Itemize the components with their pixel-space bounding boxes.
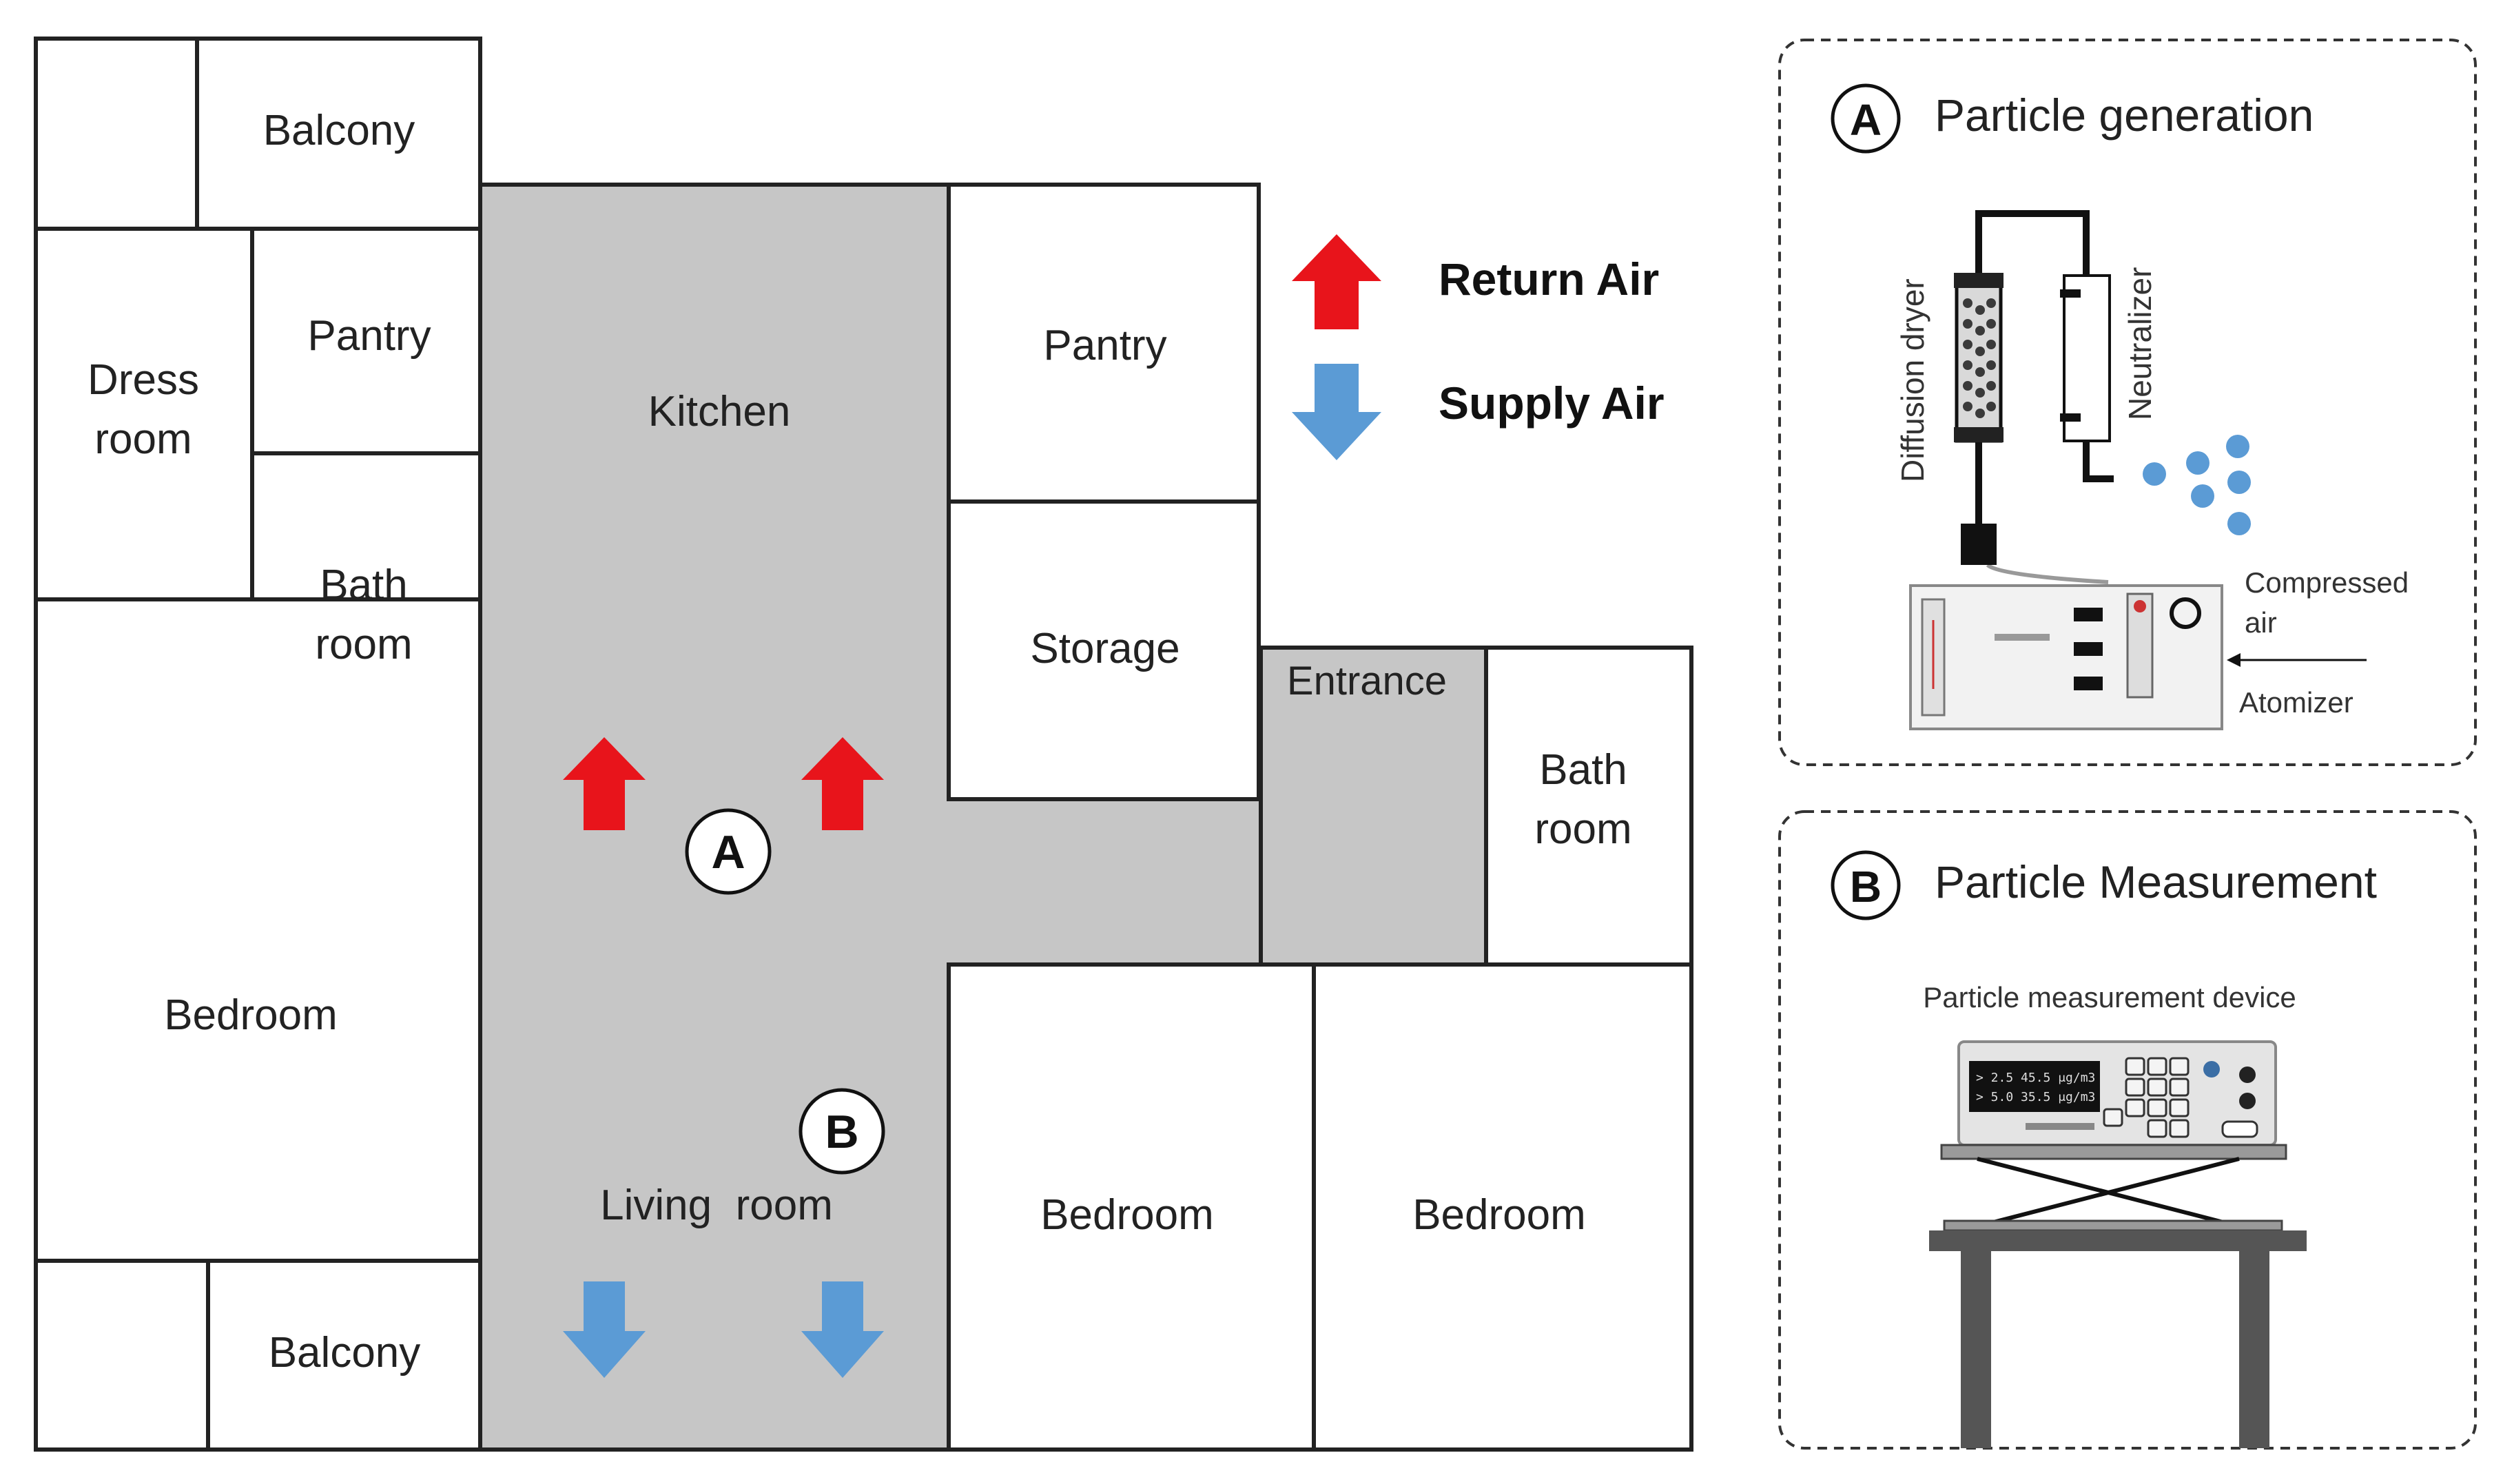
- balcony-bottom-small: [34, 1259, 210, 1452]
- panel-b-badge: B: [1850, 862, 1882, 911]
- storage-label: Storage: [1030, 625, 1180, 672]
- table-top: [1929, 1230, 2307, 1251]
- supply-air-legend-label: Supply Air: [1439, 378, 1665, 429]
- supply-air-legend-icon: [1292, 364, 1381, 460]
- dress-room-label-2: room: [94, 415, 192, 463]
- panel-a-badge: A: [1850, 95, 1882, 145]
- atomizer-logo: [1995, 634, 2050, 641]
- dryer-connector: [1961, 524, 1997, 565]
- device-screen: [1969, 1061, 2100, 1112]
- dryer-beads: [1963, 298, 1996, 418]
- marker-b-circle: [799, 1088, 885, 1175]
- air-line: [1986, 563, 2109, 584]
- entrance-area: [1261, 648, 1486, 806]
- return-air-legend-icon: [1292, 234, 1381, 329]
- return-air-arrow-icon: [563, 737, 646, 830]
- supply-air-arrow-icon: [563, 1281, 646, 1378]
- balcony-top: [195, 37, 482, 231]
- atomizer-gauge-top: [2134, 600, 2146, 612]
- panel-b-title: Particle Measurement: [1935, 856, 2377, 907]
- balcony-bottom-label: Balcony: [269, 1329, 421, 1377]
- compressed-air-label-2: air: [2245, 606, 2277, 639]
- legend: Return Air Supply Air: [1292, 234, 1665, 460]
- bedroom-mid: [947, 962, 1316, 1452]
- device-connector: [2221, 1120, 2258, 1138]
- device-screen-line-1: > 2.5 45.5 μg/m3: [1976, 1071, 2095, 1085]
- pantry-right-label: Pantry: [1043, 322, 1166, 369]
- panel-particle-generation: A Particle generation Diffusion dryer Ne…: [1778, 39, 2477, 766]
- bedroom-right-label: Bedroom: [1412, 1191, 1586, 1239]
- atomizer-icon: [1909, 584, 2223, 730]
- particles-icon: [2143, 435, 2251, 535]
- table-leg-right: [2239, 1251, 2269, 1448]
- compressed-air-label-1: Compressed: [2245, 566, 2409, 599]
- kitchen-label: Kitchen: [648, 388, 791, 435]
- lift-bottom-plate: [1943, 1219, 2283, 1232]
- lift-scissor-arm: [1977, 1157, 2240, 1228]
- device-power-button: [2203, 1061, 2220, 1078]
- device-label: Particle measurement device: [1923, 981, 2296, 1013]
- marker-a-label: A: [711, 826, 745, 878]
- balcony-top-small: [34, 37, 199, 231]
- bedroom-mid-label: Bedroom: [1040, 1191, 1214, 1239]
- dryer-cap-top: [1954, 273, 2004, 288]
- panel-a-title: Particle generation: [1935, 90, 2314, 141]
- panel-b-badge-circle: [1831, 850, 1901, 920]
- atomizer-knob: [2170, 597, 2201, 629]
- marker-a-circle: [685, 808, 772, 895]
- dress-room: [34, 227, 254, 601]
- bedroom-right: [1312, 962, 1693, 1452]
- panel-a-badge-circle: [1831, 83, 1901, 154]
- floor-plan: Balcony Dress room Pantry Bath room Kitc…: [34, 37, 1693, 1452]
- atomizer-label: Atomizer: [2239, 686, 2353, 719]
- device-screen-line-2: > 5.0 35.5 μg/m3: [1976, 1090, 2095, 1104]
- bedroom-left: [34, 597, 482, 1263]
- pantry-left-label: Pantry: [307, 312, 431, 360]
- device-keypad: [2103, 1057, 2190, 1138]
- return-air-legend-label: Return Air: [1439, 254, 1659, 305]
- storage: [947, 499, 1261, 801]
- table-leg-left: [1961, 1251, 1991, 1448]
- entrance-label: Entrance: [1287, 659, 1447, 703]
- compressed-air-arrow-icon: [2227, 653, 2241, 667]
- dryer-cap-bottom: [1954, 427, 2004, 442]
- neutralizer-label: Neutralizer: [2122, 267, 2158, 420]
- hallway-area: [949, 799, 1486, 965]
- device-port-1: [2239, 1066, 2256, 1083]
- tubing: [1975, 210, 2114, 524]
- bath-room-right-label-2: room: [1534, 805, 1631, 853]
- device-port-2: [2239, 1093, 2256, 1109]
- diffusion-dryer-label: Diffusion dryer: [1895, 278, 1930, 482]
- dress-room-label-1: Dress: [87, 356, 199, 404]
- neutralizer-mark-bottom: [2060, 413, 2081, 422]
- return-air-arrow-icon: [801, 737, 884, 830]
- lift-top-plate: [1940, 1144, 2287, 1160]
- balcony-top-label: Balcony: [263, 107, 415, 154]
- marker-b-label: B: [825, 1106, 858, 1158]
- panel-particle-measurement: B Particle Measurement Particle measurem…: [1778, 810, 2477, 1450]
- atomizer-valves: [2074, 608, 2103, 690]
- balcony-bottom: [206, 1259, 482, 1452]
- bath-room-left-label-2: room: [315, 621, 412, 668]
- living-room-label: Living room: [600, 1182, 833, 1229]
- bath-room-right-label-1: Bath: [1539, 746, 1627, 794]
- panel-a-frame: [1778, 39, 2477, 766]
- bath-room-left-label-1: Bath: [320, 561, 408, 609]
- supply-air-arrow-icon: [801, 1281, 884, 1378]
- neutralizer-mark-top: [2060, 289, 2081, 298]
- bedroom-left-label: Bedroom: [164, 991, 338, 1039]
- device-slot: [2026, 1123, 2094, 1130]
